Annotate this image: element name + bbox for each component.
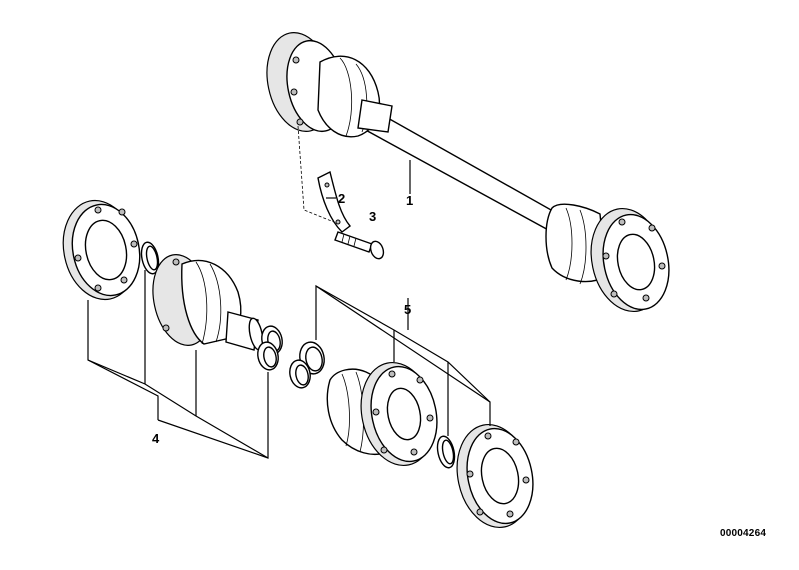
callout-3: 3	[369, 209, 377, 224]
lock-plate	[297, 125, 352, 233]
repair-kit-5	[289, 284, 534, 529]
callout-4: 4	[152, 431, 160, 446]
callout-1: 1	[406, 193, 414, 208]
bolt	[334, 231, 385, 260]
callout-5: 5	[404, 302, 412, 317]
document-number: 00004264	[720, 528, 767, 539]
drive-shaft	[266, 32, 670, 313]
repair-kit-4	[62, 199, 283, 459]
callout-2: 2	[338, 191, 346, 206]
